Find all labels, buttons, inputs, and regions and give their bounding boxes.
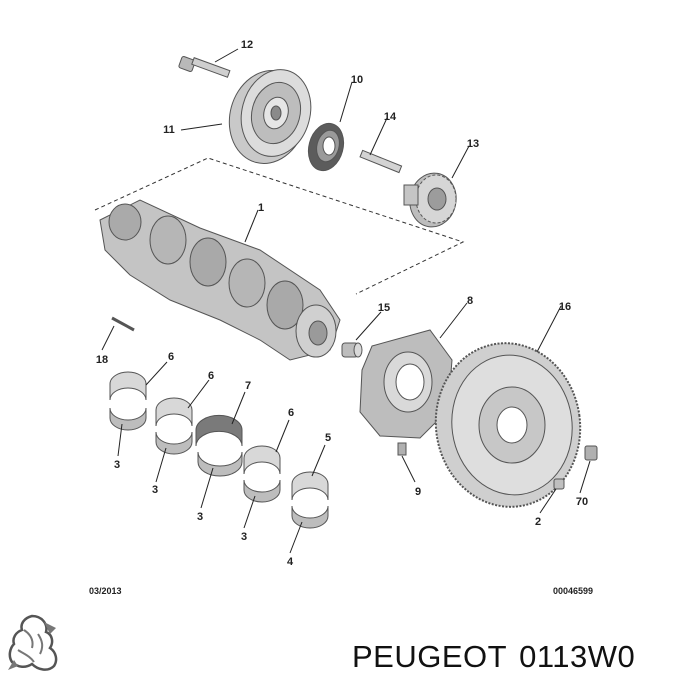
rear-seal-plate-part xyxy=(359,329,453,439)
callout-9: 9 xyxy=(415,486,421,498)
crankshaft-part xyxy=(99,199,341,361)
callout-5: 5 xyxy=(325,432,331,444)
callout-70: 70 xyxy=(576,496,588,508)
oil-seal-part xyxy=(307,122,345,172)
callout-3-first: 3 xyxy=(114,459,120,471)
bearing-shell-pair-4 xyxy=(243,445,281,503)
part-number: 0113W0 xyxy=(519,639,636,674)
callout-6-second: 6 xyxy=(208,370,214,382)
callout-18: 18 xyxy=(96,354,108,366)
crankshaft-pulley-part xyxy=(228,69,312,164)
callout-6-top-left: 6 xyxy=(168,351,174,363)
callout-1: 1 xyxy=(258,202,264,214)
callout-11: 11 xyxy=(163,124,175,136)
reference-code: 00046599 xyxy=(553,586,593,596)
callout-6-third: 6 xyxy=(288,407,294,419)
callout-8: 8 xyxy=(467,295,473,307)
dowel-pin-part xyxy=(111,316,135,332)
callout-16: 16 xyxy=(559,301,571,313)
bearing-shell-pair-2 xyxy=(155,397,193,455)
bearing-shell-pair-5 xyxy=(291,471,329,529)
crankshaft-key-part xyxy=(359,149,403,174)
callout-13: 13 xyxy=(467,138,479,150)
callout-15: 15 xyxy=(378,302,390,314)
date-code: 03/2013 xyxy=(89,586,122,596)
pilot-bushing-part xyxy=(341,342,363,358)
leader-lines xyxy=(101,48,591,554)
callout-3-fourth: 3 xyxy=(241,531,247,543)
pulley-bolt-part xyxy=(178,56,231,78)
callout-4: 4 xyxy=(287,556,294,568)
callout-2: 2 xyxy=(535,516,541,528)
timing-sprocket-part xyxy=(403,172,457,228)
callout-12: 12 xyxy=(241,39,253,51)
callout-10: 10 xyxy=(351,74,363,86)
plate-bolt-part xyxy=(397,442,407,456)
bearing-shell-pair-1 xyxy=(109,371,147,431)
callout-3-second: 3 xyxy=(152,484,158,496)
peugeot-lion-logo-icon xyxy=(8,614,58,671)
callout-7: 7 xyxy=(245,380,251,392)
brand-part-number-caption: PEUGEOT 0113W0 xyxy=(352,639,647,675)
flywheel-part xyxy=(434,342,582,508)
flywheel-dowel-part xyxy=(553,478,565,490)
callout-3-third: 3 xyxy=(197,511,203,523)
brand-name: PEUGEOT xyxy=(352,639,508,674)
flywheel-bolt-part xyxy=(584,445,598,461)
bearing-shell-pair-3 xyxy=(195,414,243,477)
callout-14: 14 xyxy=(384,111,397,123)
